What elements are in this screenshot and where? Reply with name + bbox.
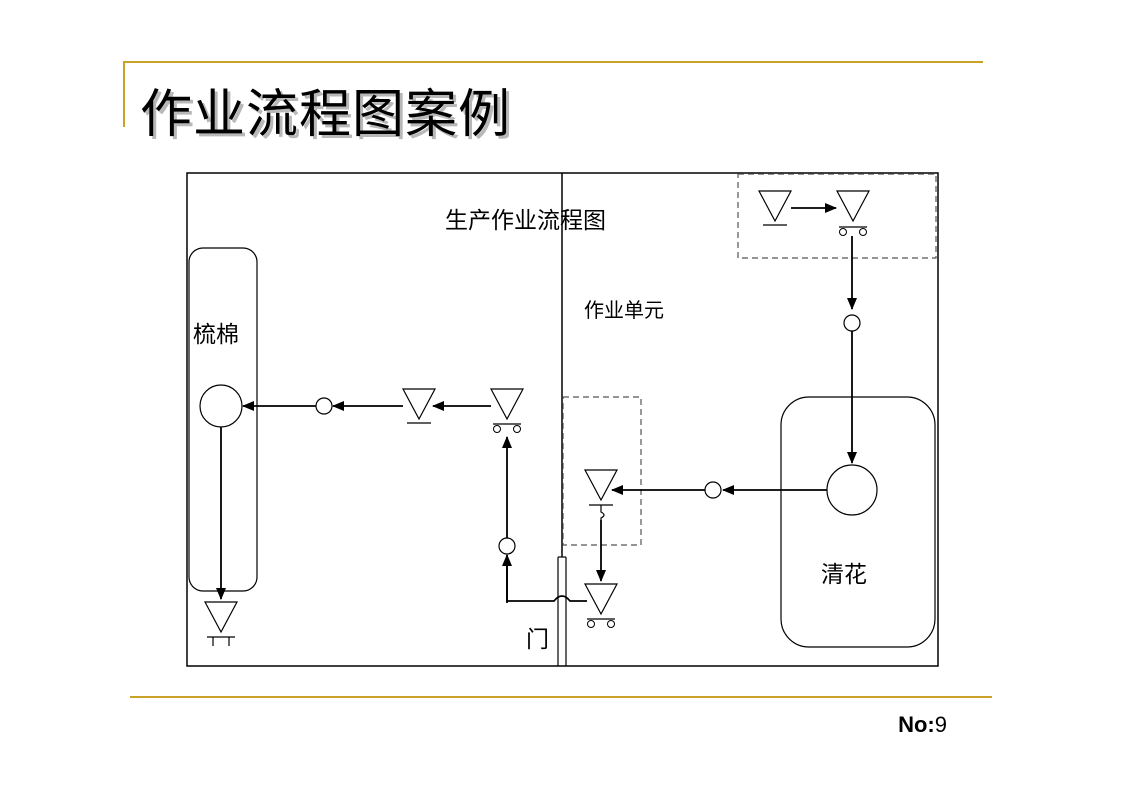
slide-title: 作业流程图案例: [140, 85, 512, 145]
small-circle-icon: [704, 481, 722, 499]
transport-cart-icon: [490, 388, 524, 433]
station-left-label: 梳棉: [193, 322, 239, 348]
diagram-title: 生产作业流程图: [445, 208, 606, 234]
top-accent-rule: [123, 61, 983, 63]
station-right-label: 清花: [821, 562, 867, 588]
page-number: No:9: [898, 712, 947, 738]
unit-label: 作业单元: [584, 298, 664, 322]
door-label: 门: [526, 627, 549, 653]
page-number-label: No:: [898, 712, 935, 737]
line-bridge-icon: [506, 555, 587, 602]
storage-triangle-icon: [584, 469, 618, 506]
bottom-accent-rule: [130, 696, 992, 698]
operation-circle-icon: [826, 464, 878, 516]
transport-cart-icon: [836, 190, 870, 236]
door: [557, 556, 567, 666]
blowing-station-box: [780, 396, 936, 648]
storage-triangle-icon: [402, 388, 436, 424]
operation-circle-icon: [199, 384, 243, 428]
transport-cart-icon: [584, 583, 618, 628]
small-circle-icon: [843, 314, 861, 332]
page-number-value: 9: [934, 712, 947, 737]
small-circle-icon: [498, 537, 516, 555]
storage-triangle-icon: [758, 190, 792, 226]
small-circle-icon: [315, 397, 333, 415]
dashed-group-top-right: [737, 173, 937, 259]
left-accent-rule: [123, 61, 125, 127]
connector-hook: [600, 505, 605, 520]
dashed-group-middle: [562, 396, 642, 546]
storage-triangle-icon: [204, 601, 238, 646]
